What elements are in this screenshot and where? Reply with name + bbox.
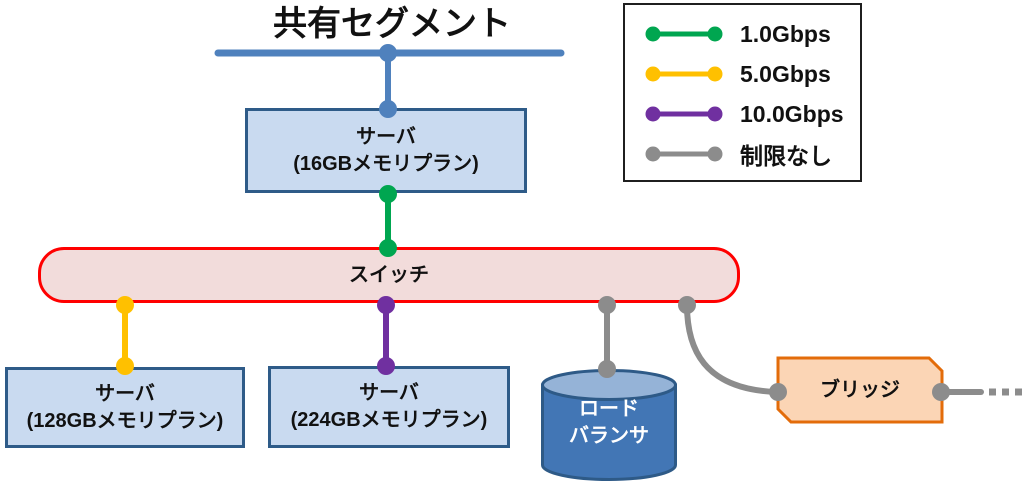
legend-item-1gbps: 1.0Gbps (644, 14, 860, 54)
link-switch-to-bridge (678, 296, 787, 401)
legend-item-unlimited: 制限なし (644, 134, 860, 174)
server-16gb-plan: (16GBメモリプラン) (293, 152, 479, 175)
diagram-title: 共有セグメント (273, 5, 511, 43)
server-128gb-plan: (128GBメモリプラン) (26, 409, 224, 432)
legend-line-yellow-icon (645, 66, 723, 82)
server-128gb-name: サーバ (95, 382, 155, 405)
link-switch-to-server224-10gbps (377, 296, 395, 375)
switch-label: スイッチ (349, 263, 429, 286)
server-16gb-box: サーバ (16GBメモリプラン) (245, 108, 527, 193)
cylinder-body (541, 383, 677, 481)
link-bridge-to-external (932, 383, 1024, 401)
legend-label: 1.0Gbps (740, 20, 831, 47)
server-16gb-name: サーバ (356, 125, 416, 148)
legend-line-gray-icon (645, 146, 723, 162)
bridge-text: ブリッジ (820, 378, 900, 401)
switch-box: スイッチ (38, 247, 740, 303)
server-224gb-plan: (224GBメモリプラン) (290, 409, 488, 431)
legend-label: 5.0Gbps (740, 60, 831, 87)
load-balancer-line1: ロード (579, 398, 639, 420)
server-224gb-name: サーバ (359, 382, 419, 404)
link-switch-to-loadbalancer (598, 296, 616, 378)
bridge-polygon (776, 356, 944, 424)
link-switch-to-server128-5gbps (116, 296, 134, 375)
connector-curve (684, 304, 777, 395)
bridge-label: ブリッジ (776, 356, 944, 424)
link-segment-to-server (379, 44, 397, 118)
legend-label: 10.0Gbps (740, 100, 844, 127)
load-balancer-label: ロード バランサ (540, 384, 678, 476)
bridge-shape (776, 356, 944, 424)
legend-item-10gbps: 10.0Gbps (644, 94, 860, 134)
load-balancer-line2: バランサ (569, 425, 649, 447)
legend: 1.0Gbps 5.0Gbps 10.0Gbps 制限なし (623, 3, 862, 182)
load-balancer-cylinder (541, 369, 677, 481)
legend-line-purple-icon (645, 106, 723, 122)
legend-item-5gbps: 5.0Gbps (644, 54, 860, 94)
legend-label: 制限なし (740, 143, 832, 169)
server-224gb-box: サーバ (224GBメモリプラン) (268, 366, 510, 448)
server-128gb-box: サーバ (128GBメモリプラン) (5, 367, 245, 448)
legend-line-green-icon (645, 26, 723, 42)
